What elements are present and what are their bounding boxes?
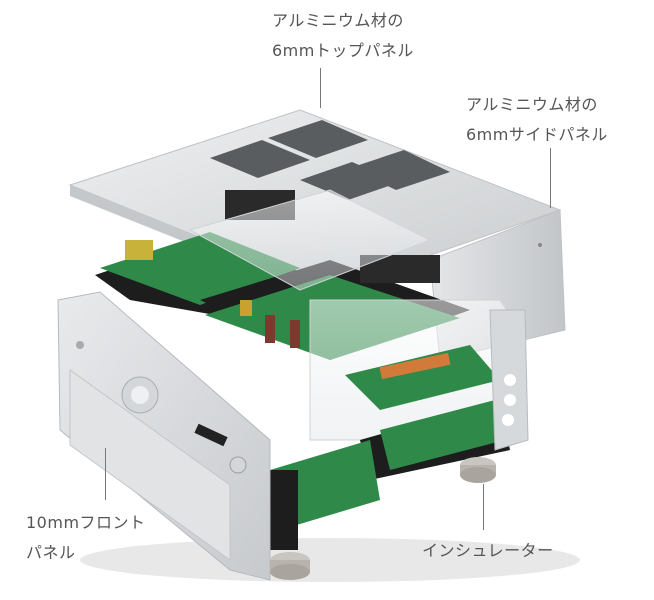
- callout-side-panel-line-2: 6mmサイドパネル: [466, 125, 608, 144]
- leader-line-insulator: [483, 484, 484, 530]
- callout-top-panel: アルミニウム材の 6mmトップパネル: [272, 6, 414, 66]
- leader-line-front-panel: [105, 448, 106, 500]
- callout-insulator: インシュレーター: [422, 536, 554, 566]
- callout-front-panel-line-1: 10mmフロント: [26, 513, 146, 532]
- callout-side-panel: アルミニウム材の 6mmサイドパネル: [466, 90, 608, 150]
- callout-top-panel-line-1: アルミニウム材の: [272, 11, 404, 30]
- callout-front-panel: 10mmフロント パネル: [26, 508, 146, 568]
- leader-line-top-panel: [320, 68, 321, 108]
- callout-top-panel-line-2: 6mmトップパネル: [272, 41, 414, 60]
- internal-boards: [95, 189, 529, 550]
- insulator-feet: [270, 457, 496, 580]
- callout-front-panel-line-2: パネル: [26, 543, 76, 562]
- callout-side-panel-line-1: アルミニウム材の: [466, 95, 598, 114]
- front-panel: [57, 291, 271, 581]
- leader-line-side-panel: [550, 148, 551, 208]
- callout-insulator-line-1: インシュレーター: [422, 541, 554, 560]
